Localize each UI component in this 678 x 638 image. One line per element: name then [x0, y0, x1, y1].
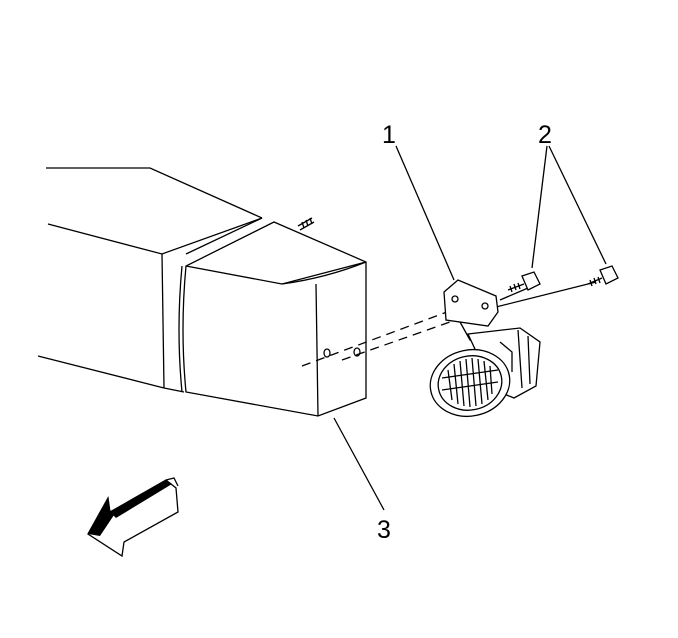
- forward-direction-arrow-icon: [87, 477, 179, 558]
- callout-1: 1: [382, 121, 396, 149]
- fascia-end-cap: [178, 221, 367, 417]
- bolt-icon: [507, 271, 541, 293]
- bumper-body: [37, 167, 263, 393]
- callout-3: 3: [377, 516, 391, 544]
- fog-lamp-assembly: [429, 327, 541, 417]
- bolt-icon: [587, 265, 619, 287]
- leader-lines: [333, 145, 607, 511]
- fog-lamp-lens-grille: [441, 357, 499, 408]
- callout-2: 2: [538, 121, 552, 149]
- stud-icon: [297, 217, 315, 231]
